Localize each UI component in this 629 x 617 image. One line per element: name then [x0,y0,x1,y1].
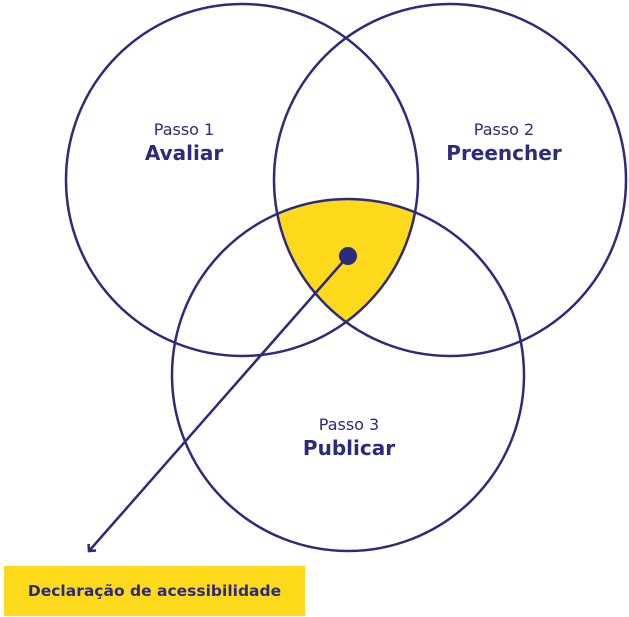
step-3-number: Passo 3 [318,415,380,434]
step-2-label: Passo 2 Preencher [404,120,604,165]
declaration-badge-label: Declaração de acessibilidade [27,582,282,600]
step-3-label: Passo 3 Publicar [249,415,449,460]
step-2-title: Preencher [446,141,562,166]
circle-step-3 [170,197,526,553]
step-3-title: Publicar [302,436,396,461]
center-dot [339,247,357,265]
pointer-arrow [87,255,349,553]
step-2-number: Passo 2 [473,120,535,139]
declaration-badge: Declaração de acessibilidade [4,566,305,616]
circle-step-2 [272,2,628,358]
step-1-title: Avaliar [144,141,224,166]
step-1-number: Passo 1 [153,120,215,139]
circle-step-1 [64,2,420,358]
step-1-label: Passo 1 Avaliar [84,120,284,165]
